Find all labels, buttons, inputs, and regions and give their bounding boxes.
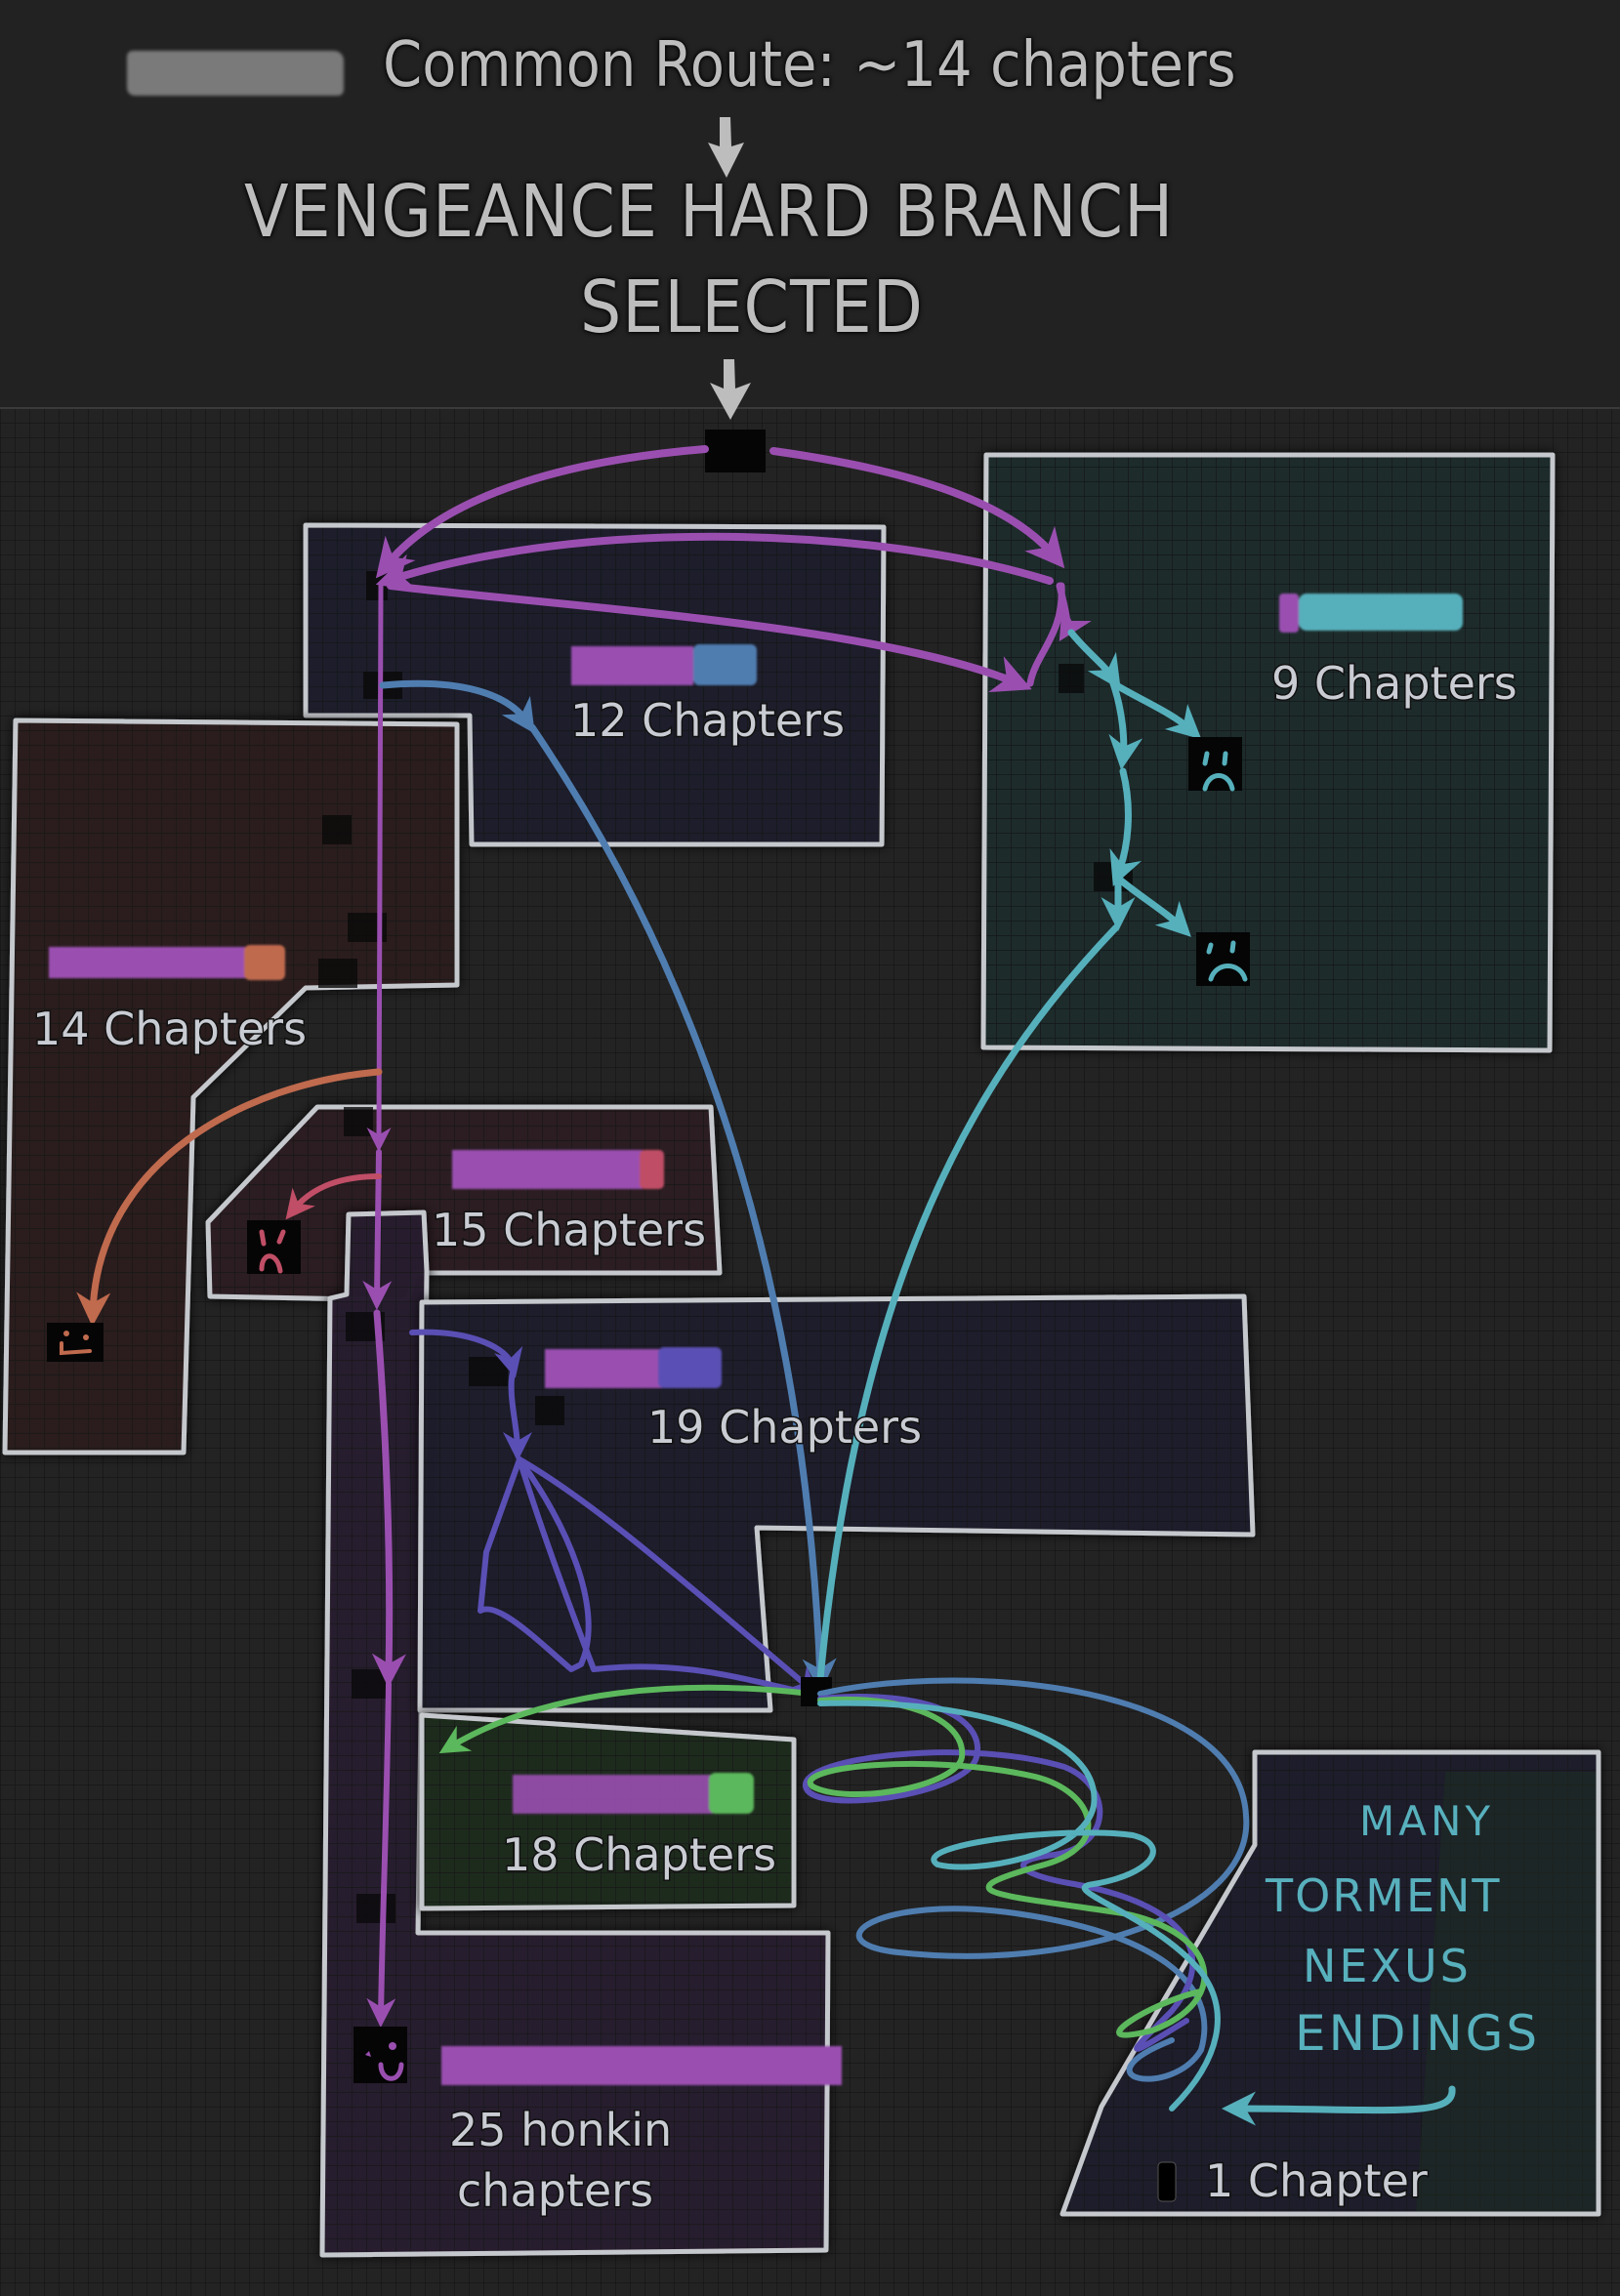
title-header: Common Route: ~14 chapters VENGEANCE HAR… <box>0 0 1620 408</box>
connector-route9-back-to-route12 <box>375 532 1054 592</box>
connector-route12-to-route9-branch <box>387 582 1032 693</box>
story-node[interactable] <box>469 1357 508 1386</box>
region-route-torment <box>1059 1749 1601 2217</box>
connector-start-to-route12 <box>375 445 709 579</box>
route-9-label: 9 Chapters <box>1271 657 1517 710</box>
sad-face-icon[interactable] <box>1196 932 1250 986</box>
common-route-label: Common Route: ~14 chapters <box>383 29 1236 102</box>
redacted-label <box>127 51 344 96</box>
route-12-label: 12 Chapters <box>570 694 845 747</box>
route-15-label: 15 Chapters <box>432 1204 706 1256</box>
torment-note-line2: TORMENT <box>1265 1869 1502 1922</box>
route-18-label: 18 Chapters <box>502 1828 776 1881</box>
happy-face-icon[interactable] <box>353 2027 407 2083</box>
route-19-label: 19 Chapters <box>647 1401 922 1454</box>
route-25-label-line1: 25 honkin <box>449 2104 672 2156</box>
angry-face-icon[interactable] <box>247 1220 301 1274</box>
story-node[interactable] <box>352 1669 391 1699</box>
connector-route12-to-hub <box>528 723 837 1693</box>
story-node[interactable] <box>318 959 357 988</box>
connector-to-sad-ending-1 <box>1109 679 1202 740</box>
torment-spiral-scribble <box>803 1677 1250 2112</box>
connector-route12-blue <box>379 679 535 734</box>
branch-title-line1: VENGEANCE HARD BRANCH <box>244 170 1175 254</box>
connector-route9-inner <box>1056 582 1092 642</box>
story-node[interactable] <box>344 1107 373 1136</box>
happy-face-icon[interactable] <box>47 1323 104 1362</box>
legend-swatch-route-19 <box>545 1347 722 1388</box>
connector-start-to-route9 <box>769 447 1065 569</box>
connector-to-sad-ending-2 <box>1117 877 1191 937</box>
route-torment-label: 1 Chapter <box>1205 2154 1428 2207</box>
connector-route9-to-hub <box>816 923 1120 1683</box>
route-25-label-line2: chapters <box>457 2164 653 2217</box>
legend-swatch-route-torment <box>1157 2161 1177 2202</box>
story-node[interactable] <box>1059 664 1084 693</box>
story-node[interactable] <box>366 571 388 600</box>
connector-trunk-4 <box>366 1681 396 2028</box>
down-arrow-icon <box>710 359 751 420</box>
legend-swatch-route-14 <box>49 945 285 980</box>
region-route-9 <box>980 452 1556 1053</box>
story-node[interactable] <box>535 1396 564 1425</box>
connector-trunk-3 <box>371 1309 406 1688</box>
connector-torment-note-arrow <box>1222 2085 1456 2126</box>
torment-note-line3: NEXUS <box>1303 1940 1472 1992</box>
sad-face-icon[interactable] <box>1188 737 1242 792</box>
connector-trunk-1 <box>366 583 392 1152</box>
connector-to-happy-ending-route14 <box>76 1068 383 1327</box>
down-arrow-icon <box>708 117 744 178</box>
torment-note-line4: ENDINGS <box>1295 2005 1540 2062</box>
region-route-19 <box>417 1293 1256 1713</box>
story-node[interactable] <box>705 430 766 472</box>
story-node[interactable] <box>356 1894 395 1923</box>
connector-route9-teal-3 <box>1109 767 1142 887</box>
legend-swatch-route-12 <box>571 644 757 685</box>
branch-title-line2: SELECTED <box>580 266 924 349</box>
legend-swatch-route-15 <box>452 1150 664 1189</box>
region-route-25 <box>319 1210 831 2258</box>
legend-swatch-route-18 <box>513 1773 754 1814</box>
torment-note-line1: MANY <box>1359 1797 1494 1845</box>
route-14-label: 14 Chapters <box>32 1003 307 1055</box>
connector-to-angry-ending-route15 <box>285 1173 382 1220</box>
connector-route9-teal-1 <box>1067 629 1121 690</box>
story-node[interactable] <box>322 815 352 844</box>
connector-route19-web <box>409 1329 820 1697</box>
legend-swatch-route-9 <box>1279 594 1463 633</box>
connector-hub-to-route18 <box>438 1684 813 1754</box>
legend-swatch-route-25 <box>441 2046 842 2085</box>
region-route-14 <box>2 718 460 1456</box>
connector-route9-teal-2 <box>1108 679 1143 770</box>
